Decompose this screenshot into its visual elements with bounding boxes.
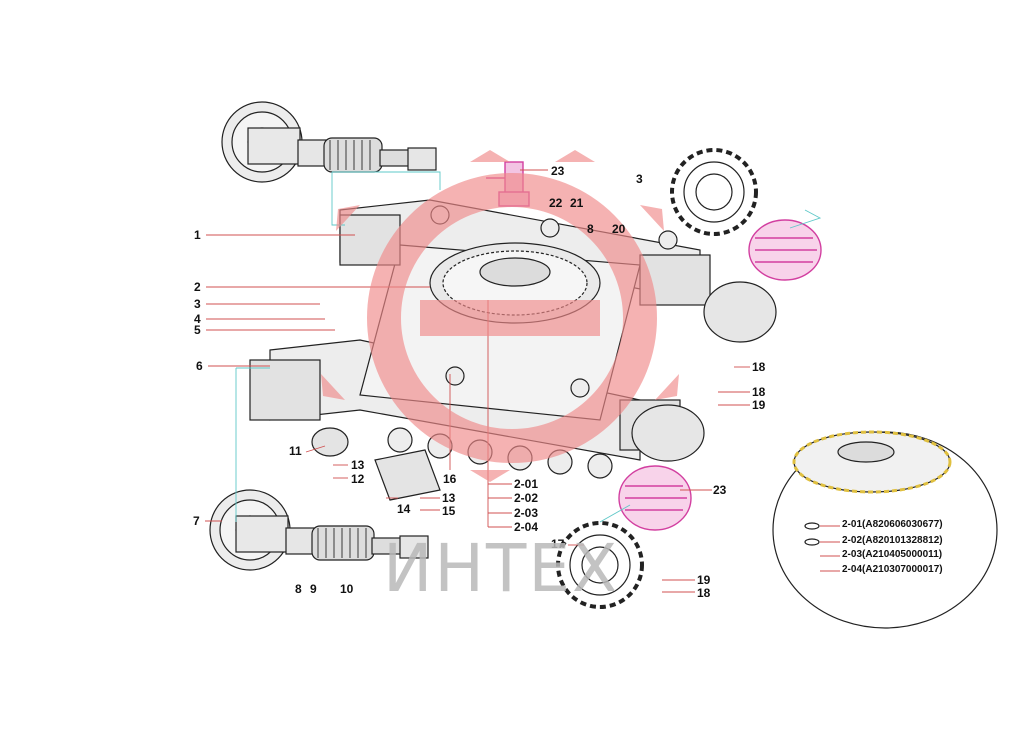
callout-10: 10 xyxy=(340,582,354,596)
callout-5: 5 xyxy=(194,323,201,337)
watermark-wordmark: ИНТЕХ xyxy=(383,530,620,607)
callout-2-01: 2-01 xyxy=(514,477,539,491)
callout-11: 11 xyxy=(289,444,302,458)
callout-7: 7 xyxy=(193,514,200,528)
callout-17: 17 xyxy=(551,537,565,551)
callout-22: 22 xyxy=(549,196,563,210)
callout-18-bottom: 18 xyxy=(697,586,711,600)
callout-13-left: 13 xyxy=(351,458,365,472)
callout-16: 16 xyxy=(443,472,457,486)
detail-item-2-01: 2-01(A820606030677) xyxy=(842,519,943,530)
idler-assembly-bottom xyxy=(209,489,429,571)
detail-item-2-02: 2-02(A820101328812) xyxy=(842,535,943,546)
callout-19-bottom: 19 xyxy=(697,573,711,587)
detail-inset xyxy=(772,430,998,629)
callout-3-top: 3 xyxy=(636,172,643,186)
callout-23-top: 23 xyxy=(551,164,565,178)
callout-9: 9 xyxy=(310,582,317,596)
watermark-logo xyxy=(321,150,679,482)
travel-motor-bottom xyxy=(618,465,692,531)
callout-2: 2 xyxy=(194,280,201,294)
callout-8-bottom: 8 xyxy=(295,582,302,596)
callout-21: 21 xyxy=(570,196,584,210)
leader-lines xyxy=(205,169,840,593)
callout-12: 12 xyxy=(351,472,365,486)
callout-2-03: 2-03 xyxy=(514,506,539,520)
callout-3: 3 xyxy=(194,297,201,311)
idler-assembly-top xyxy=(221,101,437,183)
callout-15: 15 xyxy=(442,504,456,518)
callout-2-02: 2-02 xyxy=(514,491,539,505)
callout-23-bottom: 23 xyxy=(713,483,727,497)
callout-13-mid: 13 xyxy=(442,491,456,505)
callout-18-upper: 18 xyxy=(752,360,766,374)
callout-4: 4 xyxy=(194,312,201,326)
callout-18-mid: 18 xyxy=(752,385,766,399)
callout-8-top: 8 xyxy=(587,222,594,236)
callout-14: 14 xyxy=(397,502,411,516)
sprocket-top xyxy=(670,148,758,236)
callout-20: 20 xyxy=(612,222,626,236)
detail-item-2-04: 2-04(A210307000017) xyxy=(842,564,943,575)
sprocket-bottom xyxy=(556,521,644,609)
callout-19-mid: 19 xyxy=(752,398,766,412)
callout-1: 1 xyxy=(194,228,201,242)
callout-6: 6 xyxy=(196,359,203,373)
travel-motor-top xyxy=(748,219,822,281)
track-guard xyxy=(311,427,441,501)
detail-item-2-03: 2-03(A210405000011) xyxy=(842,549,943,560)
callout-2-04: 2-04 xyxy=(514,520,539,534)
